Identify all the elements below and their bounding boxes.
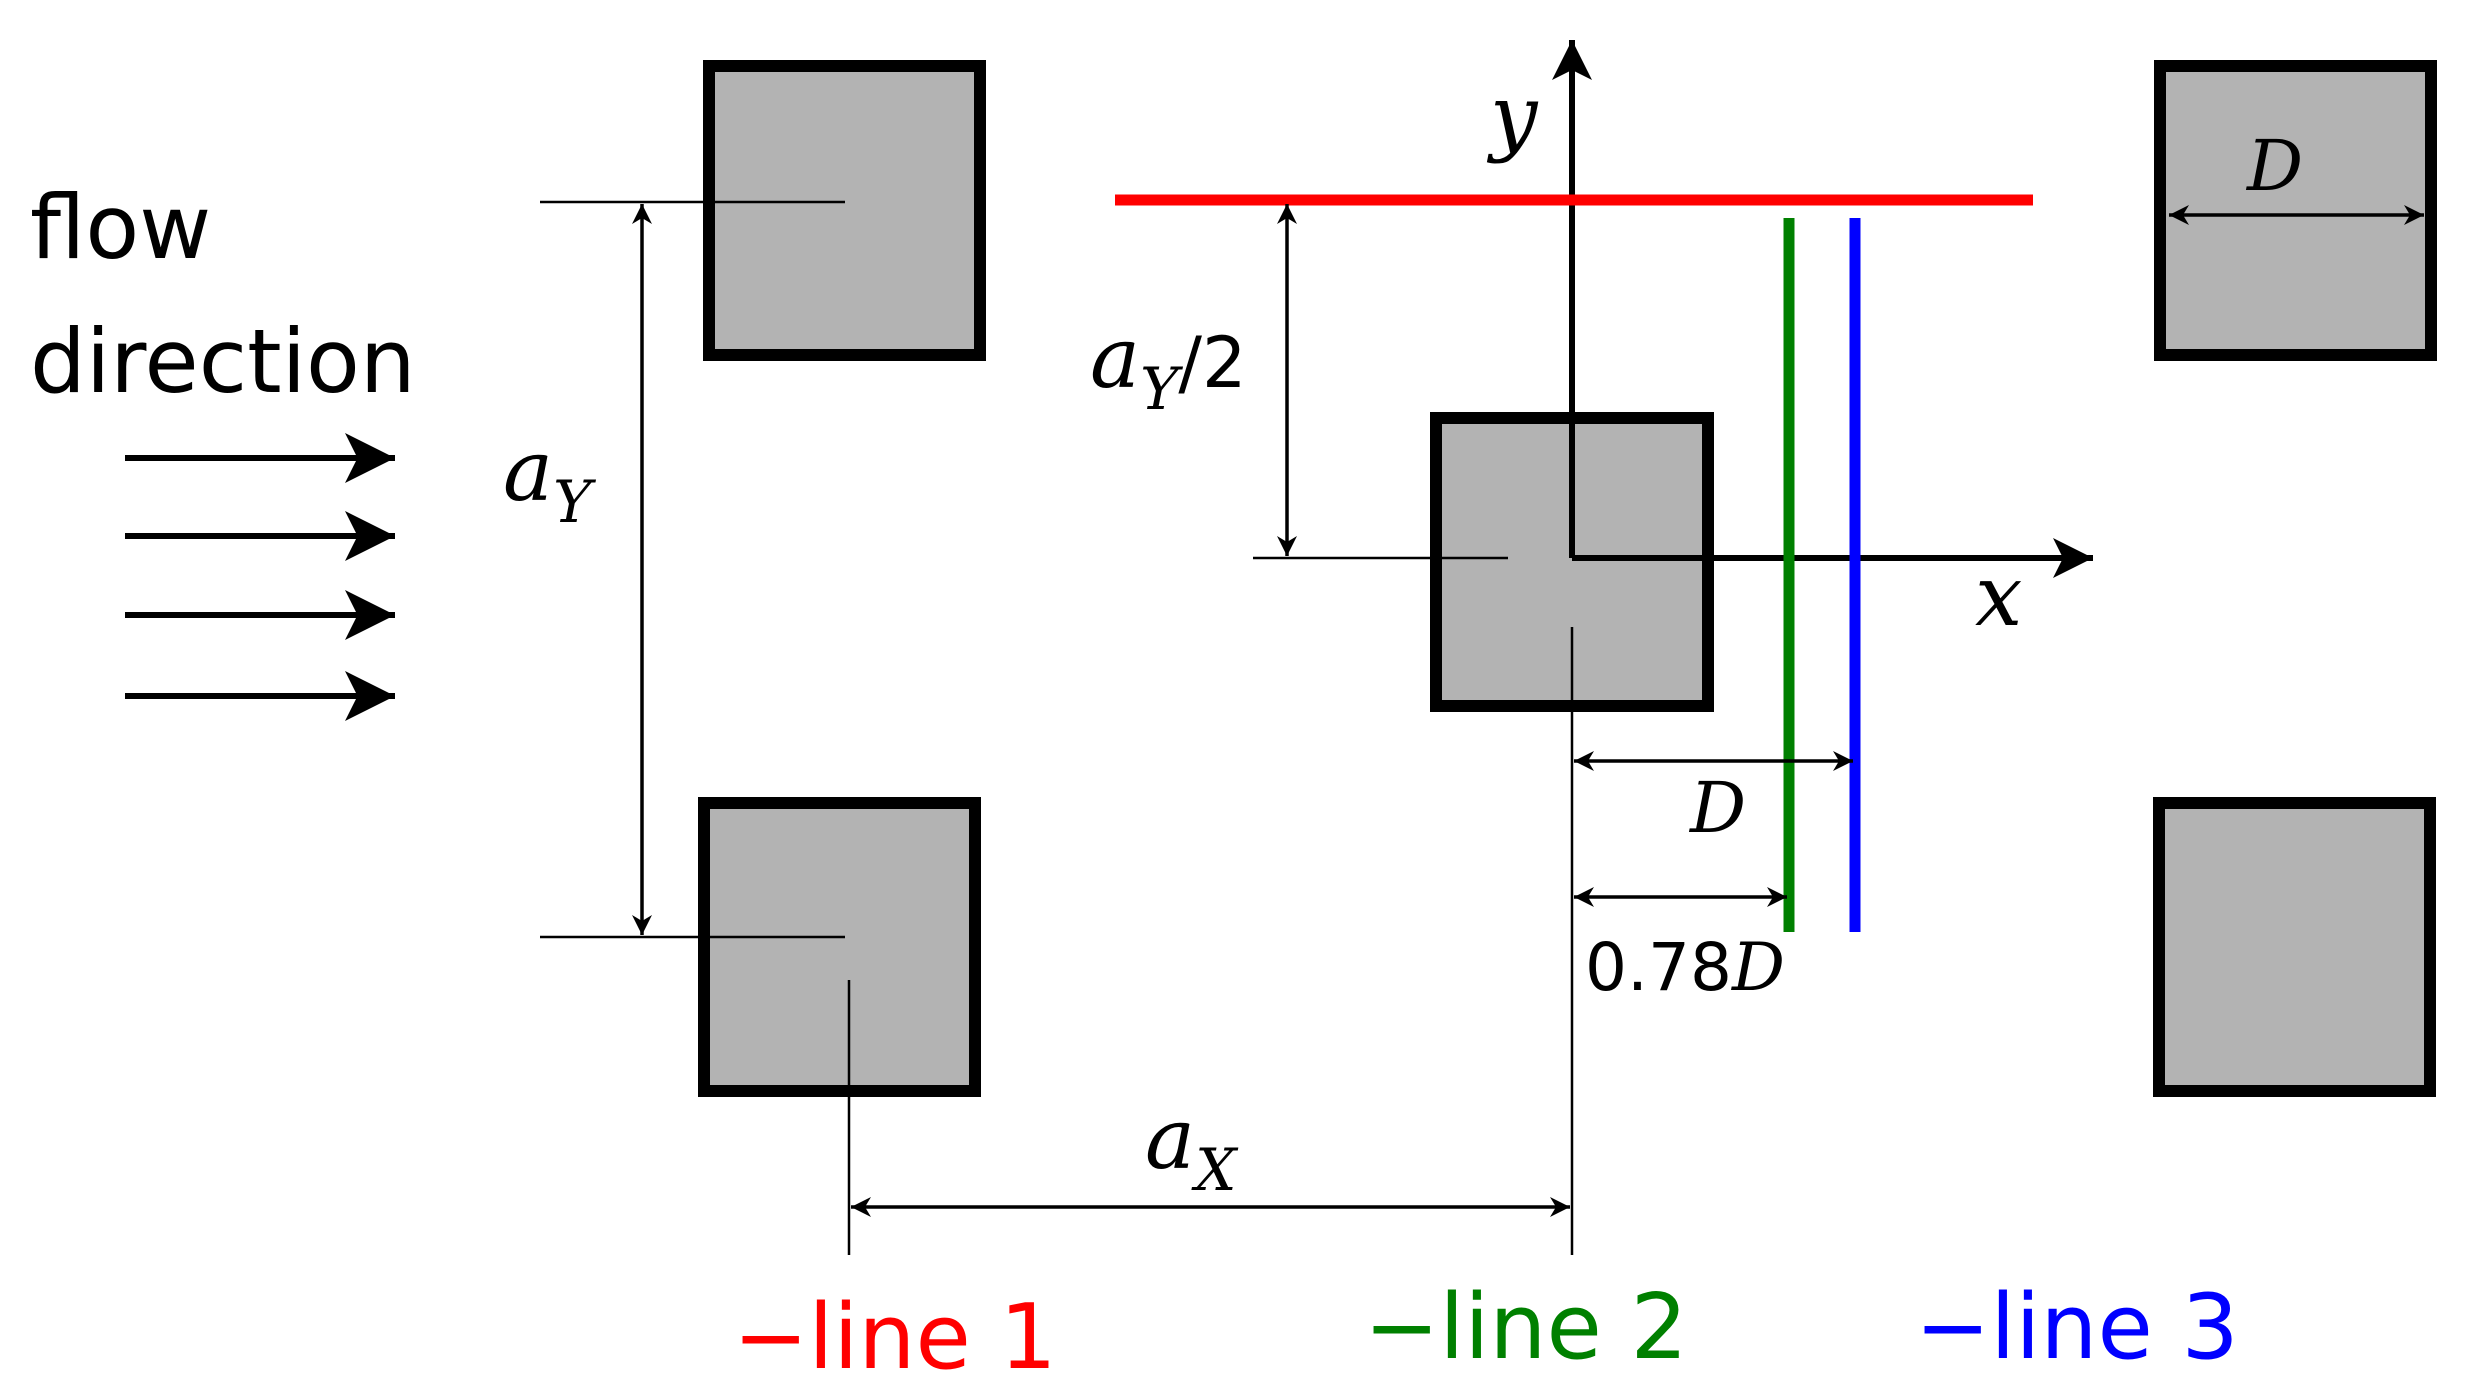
square-top-right [2154,60,2437,361]
legend-marker-line-3: − [1915,1275,1990,1380]
legend-label-line-1: line 1 [808,1285,1056,1390]
legend-item-line-3: −line 3 [1915,1275,2239,1380]
line3-d-label: D [1688,767,1746,849]
flow-label-line1: flow [30,176,211,279]
dimension-arrows [632,204,2424,1217]
y-axis-label: y [1486,67,1539,165]
legend-label-line-2: line 2 [1439,1275,1687,1380]
legend-item-line-1: −line 1 [733,1285,1057,1390]
legend-item-line-2: −line 2 [1364,1275,1688,1380]
flow-label-line2: direction [30,310,416,413]
legend: −line 1 −line 2 −line 3 [733,1275,2239,1390]
legend-label-line-3: line 3 [1990,1275,2238,1380]
square-bottom-right [2153,797,2436,1097]
square-d-label: D [2245,125,2303,207]
legend-marker-line-2: − [1364,1275,1439,1380]
a-y-half-label: aY/2 [1090,309,1247,423]
reference-lines [540,200,1574,1255]
a-x-label: aX [1145,1090,1239,1204]
coordinate-axes [1552,40,2093,578]
square-bottom-left [698,797,981,1097]
a-y-label: aY [503,422,596,536]
x-axis-label: x [1975,547,2022,645]
legend-marker-line-1: − [733,1285,808,1390]
square-top-left [703,60,986,361]
line2-d-label: 0.78D [1585,929,1785,1006]
square-cylinders [698,60,2437,1097]
flow-arrows [125,433,395,721]
